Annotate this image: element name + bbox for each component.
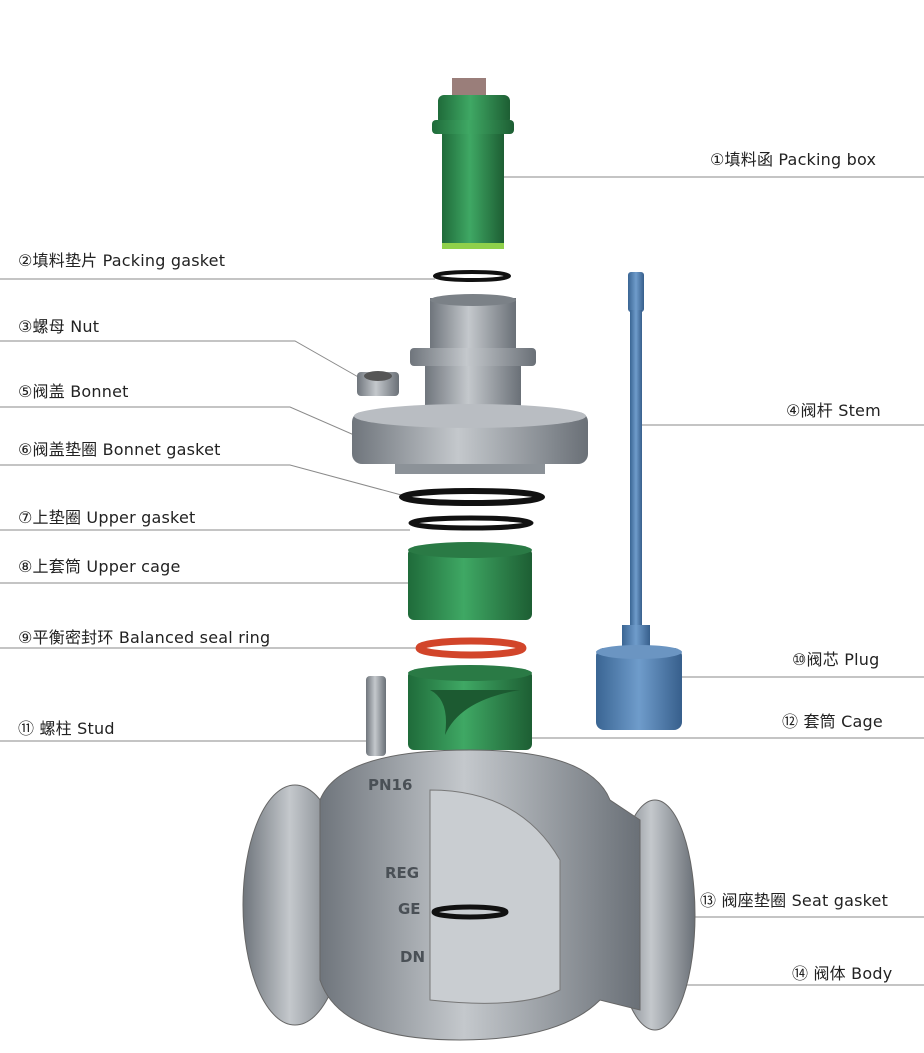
label-upper-cage: ⑧上套筒 Upper cage <box>18 557 181 576</box>
upper-gasket-part <box>408 515 534 531</box>
body-marking-dn: DN <box>400 948 425 966</box>
label-seat-gasket: ⑬ 阀座垫圈 Seat gasket <box>700 891 889 910</box>
bonnet-part <box>352 294 588 474</box>
stem-part <box>622 272 650 650</box>
label-body: ⑭ 阀体 Body <box>792 964 893 983</box>
label-nut: ③螺母 Nut <box>18 317 100 336</box>
label-upper-gasket: ⑦上垫圈 Upper gasket <box>18 508 196 527</box>
seat-gasket-part <box>431 904 509 920</box>
body-part: PN16 REG GE DN <box>242 749 696 1041</box>
leader-lines <box>0 176 924 986</box>
body-marking-pn: PN16 <box>368 776 412 794</box>
label-plug: ⑩阀芯 Plug <box>792 650 880 669</box>
label-balanced-seal-ring: ⑨平衡密封环 Balanced seal ring <box>18 628 271 647</box>
balanced-seal-ring-part <box>415 637 527 659</box>
packing-gasket-part <box>433 270 511 282</box>
body-marking-reg: REG <box>385 864 419 882</box>
stud-part <box>366 676 386 756</box>
body-marking-ge: GE <box>398 900 421 918</box>
bonnet-gasket-part <box>399 488 545 506</box>
nut-part <box>357 371 399 396</box>
cage-part <box>408 665 532 750</box>
label-bonnet: ⑤阀盖 Bonnet <box>18 382 129 401</box>
label-packing-gasket: ②填料垫片 Packing gasket <box>18 251 226 270</box>
label-cage: ⑫ 套筒 Cage <box>782 712 883 731</box>
label-packing-box: ①填料函 Packing box <box>710 150 877 169</box>
label-bonnet-gasket: ⑥阀盖垫圈 Bonnet gasket <box>18 440 221 459</box>
packing-box-part <box>432 78 514 249</box>
label-stud: ⑪ 螺柱 Stud <box>18 719 115 738</box>
plug-part <box>596 645 682 730</box>
upper-cage-part <box>408 542 532 620</box>
label-stem: ④阀杆 Stem <box>786 401 881 420</box>
